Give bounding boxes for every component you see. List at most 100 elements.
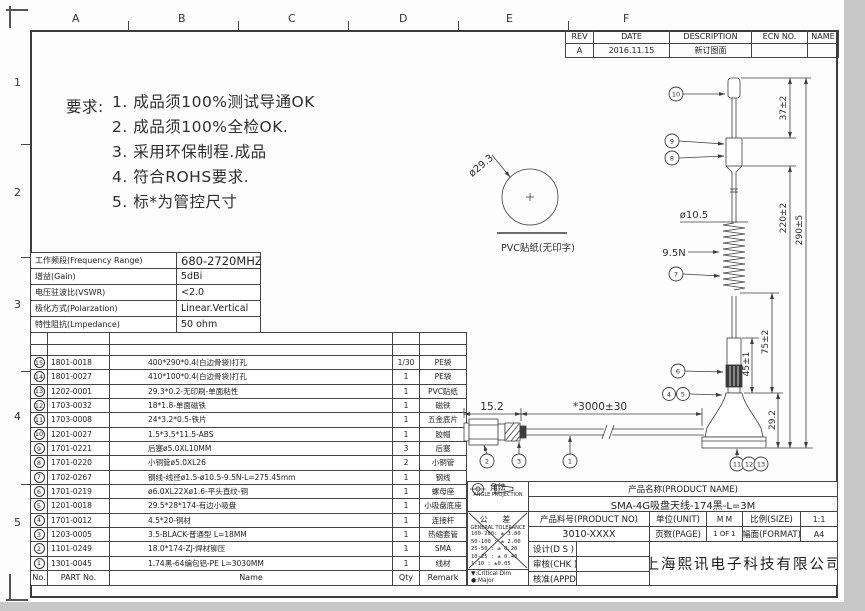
bom-remark: 热缩套管 [420,528,466,543]
angle-projection-cell: 角法 ANGLE PROJECTION [467,481,529,512]
bom-header-qty: Qty [393,570,420,586]
balloon-leaders [483,92,739,457]
dim-spring-dia: ø10.5 [680,210,708,221]
svg-text:13: 13 [757,461,765,469]
bom-part-no: 1703-0032 [48,398,110,414]
tolerance-row: 1-10 : ±0.05 [471,561,511,568]
bom-item-no: 5 [31,499,48,514]
bom-name: 后塞ø5.0XL10MM [110,441,393,457]
spec-row: 极化方式(Polarzation) Linear.Vertical [31,301,261,317]
bom-part-no: 1703-0008 [48,413,110,428]
svg-text:8: 8 [670,155,674,163]
row-number: 3 [14,298,21,311]
bom-name: 29.3*0.2-无印刷-单面粘性 [110,384,393,399]
bom-row: 2 1101-0249 18.0*174-ZJ-焊材铆压 1 SMA [31,542,466,557]
zone-tick [21,144,30,145]
bom-item-no: 4 [31,513,48,528]
balloon-number: 8 [33,457,45,469]
balloon-number: 1 [33,557,45,569]
dim-overall: 290±5 [795,215,805,245]
bom-table: 15 1801-0018 400*290*0.4(白边骨袋)打孔 1/30 PE… [30,332,467,586]
bom-row: 6 1701-0219 ø6.0XL22Xø1.6-平头直纹-铜 1 螺母座 [31,484,466,500]
zone-tick [21,371,30,372]
rev-description: 新订图面 [670,44,752,58]
bom-qty: 1 [393,398,420,414]
bom-name: 29.5*28*174-有边小吸盘 [110,499,393,514]
bom-qty: 1 [393,556,420,571]
bom-part-no: 1301-0045 [48,556,110,571]
column-letter: B [178,12,186,25]
spec-label: 电压驻波比(VSWR) [31,285,177,301]
zone-tick [238,21,239,30]
svg-text:6: 6 [676,368,680,376]
spec-label: 增益(Gain) [31,269,177,285]
bom-row: 4 1701-0012 4.5*20-铜材 1 连接杆 [31,513,466,528]
bom-row: 1 1301-0045 1.74黑-64编包铝-PE L=3030MM 1 线材 [31,556,466,571]
bom-qty: 1 [393,542,420,557]
bom-item-no: 1 [31,556,48,571]
bom-qty: 1 [393,384,420,399]
svg-text:5: 5 [681,391,685,399]
spec-value: <2.0 [177,285,261,301]
bom-item-no: 12 [31,398,48,414]
bom-remark: 胶帽 [420,428,466,442]
svg-text:2: 2 [485,458,489,466]
bom-row: 5 1201-0018 29.5*28*174-有边小吸盘 1 小吸盘底座 [31,499,466,514]
balloons [479,86,769,472]
bom-header-name: Name [110,570,393,586]
bom-part-no: 1701-0219 [48,484,110,500]
revision-header-cell: NAME [808,30,839,44]
row-number: 5 [14,516,21,529]
bom-row: 15 1801-0018 400*290*0.4(白边骨袋)打孔 1/30 PE… [31,356,466,371]
balloon-number: 15 [33,357,45,369]
spec-row: 工作频段(Frequency Range) 680-2720MHZ [31,253,261,269]
bom-remark: 五金底片 [420,413,466,428]
bom-remark: 螺母座 [420,485,466,500]
dim-whip: 220±2 [779,203,789,233]
balloon-number: 2 [33,543,45,555]
bom-name: 1.74黑-64编包铝-PE L=3030MM [110,556,393,571]
balloon-numbers: 10 9 8 7 6 4 5 11 12 13 2 3 1 [485,91,765,469]
drawing-texts: PVC贴纸(无印字) ø29.3 15.2 *3000±30 37±2 220±… [467,91,805,469]
bom-remark: 线材 [420,557,466,571]
bom-item-no: 6 [31,484,48,500]
bom-qty: 1 [393,427,420,442]
bom-remark: PVC贴纸 [420,385,466,399]
bom-empty-row [31,344,466,356]
bom-part-no: 1701-0220 [48,456,110,471]
requirements-title: 要求: [66,98,104,116]
bom-empty-row [31,333,466,345]
balloon-number: 5 [33,500,45,512]
bom-part-no: 1202-0001 [48,384,110,399]
whip-dimensions [680,77,813,449]
requirement-line: 1. 成品须100%测试导通OK [112,93,315,111]
svg-text:10: 10 [672,91,680,99]
bom-item-no: 3 [31,527,48,543]
balloon-number: 4 [33,514,45,526]
requirement-line: 2. 成品须100%全检OK. [112,118,289,136]
bom-name: 400*290*0.4(白边骨袋)打孔 [110,356,393,371]
bom-qty: 1 [393,484,420,500]
bom-remark: 钢线 [420,471,466,485]
spec-label: 工作频段(Frequency Range) [31,253,177,269]
bom-qty: 3 [393,441,420,457]
cable-dimensions [463,408,703,426]
bom-remark: SMA [420,542,466,557]
dim-lower: 75±2 [761,330,771,355]
critical-dim-note-cell: ▼:Critical Dim ●:Major [467,569,529,586]
balloon-number: 6 [33,486,45,498]
bom-item-no: 11 [31,413,48,428]
bom-part-no: 1701-0012 [48,513,110,528]
zone-tick [348,21,349,30]
bom-item-no: 2 [31,542,48,557]
bom-qty: 2 [393,456,420,471]
bom-name: ø6.0XL22Xø1.6-平头直纹-铜 [110,484,393,500]
bom-row: 10 1201-0027 1.5*3.5*11.5-ABS 1 胶帽 [31,427,466,442]
bom-remark: 连接杆 [420,514,466,528]
rev-name [808,44,839,58]
